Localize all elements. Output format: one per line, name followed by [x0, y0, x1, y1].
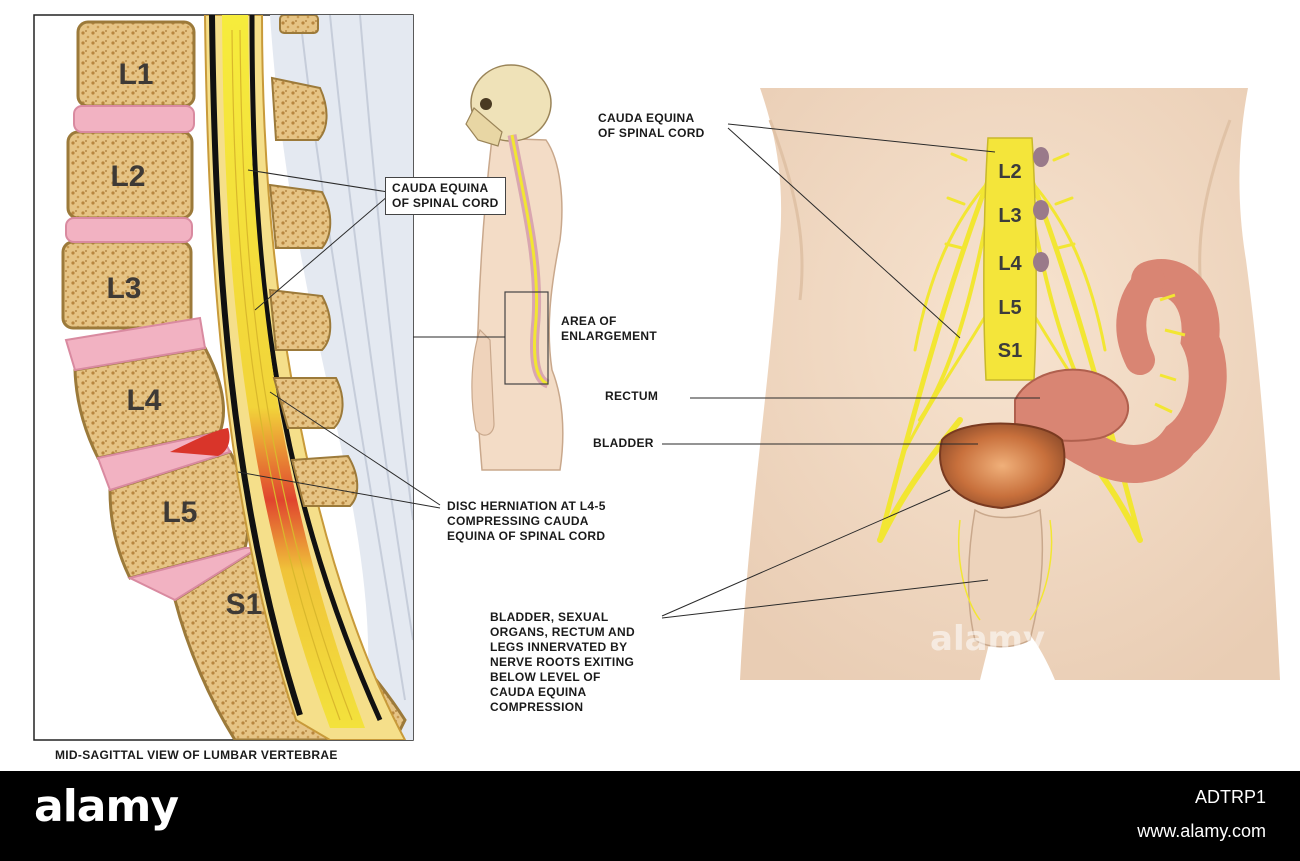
pelvis-silhouette [740, 88, 1280, 680]
body-profile-figure [465, 64, 564, 471]
enlargement-label-line: AREA OF [561, 314, 617, 328]
right-vertebra-label-l3: L3 [998, 205, 1021, 227]
herniation-label-line: EQUINA OF SPINAL CORD [447, 529, 606, 543]
watermark-text: alamy [930, 619, 1045, 659]
vertebra-label-l3: L3 [106, 272, 141, 305]
bladder-label: BLADDER [593, 436, 654, 450]
innervation-label-line: LEGS INNERVATED BY [490, 640, 628, 654]
cauda-equina-label-middle: CAUDA EQUINA OF SPINAL CORD [385, 177, 506, 215]
herniation-label-line: DISC HERNIATION AT L4-5 [447, 499, 606, 513]
vertebra-label-l5: L5 [162, 496, 197, 529]
cauda-label-line: CAUDA EQUINA [392, 181, 489, 195]
innervation-label-line: NERVE ROOTS EXITING [490, 655, 635, 669]
enlargement-label: AREA OF ENLARGEMENT [561, 314, 657, 344]
pelvis-anatomy-figure: L2 L3 L4 L5 S1 [740, 88, 1280, 680]
innervation-label: BLADDER, SEXUAL ORGANS, RECTUM AND LEGS … [490, 610, 635, 715]
vertebra-label-l4: L4 [126, 384, 161, 417]
leader-lines [237, 123, 1040, 619]
disc-herniation [170, 428, 230, 456]
cauda-equina-label-right: CAUDA EQUINA OF SPINAL CORD [598, 111, 705, 141]
cauda-label-line: OF SPINAL CORD [598, 126, 705, 140]
arm [471, 328, 495, 436]
panel-caption: MID-SAGITTAL VIEW OF LUMBAR VERTEBRAE [55, 748, 338, 762]
cauda-label-line: OF SPINAL CORD [392, 196, 499, 210]
right-vertebra-label-s1: S1 [998, 340, 1022, 362]
innervation-label-line: BELOW LEVEL OF [490, 670, 601, 684]
anatomy-illustration: L1 L2 L3 L4 L5 S1 [33, 14, 1280, 741]
innervation-label-line: ORGANS, RECTUM AND [490, 625, 635, 639]
herniation-label-line: COMPRESSING CAUDA [447, 514, 589, 528]
spinous-processes [268, 15, 359, 507]
site-url: www.alamy.com [1137, 821, 1266, 841]
footer-bar: alamy ADTRP1 www.alamy.com [0, 771, 1300, 861]
intervertebral-discs [64, 105, 262, 602]
herniation-label: DISC HERNIATION AT L4-5 COMPRESSING CAUD… [447, 499, 606, 544]
enlargement-box [504, 291, 549, 385]
enlargement-label-line: ENLARGEMENT [561, 329, 657, 343]
torso-silhouette [475, 137, 564, 471]
right-vertebra-label-l5: L5 [998, 297, 1021, 319]
vertebra-label-l2: L2 [110, 160, 145, 193]
right-vertebra-label-l2: L2 [998, 161, 1021, 183]
brand-logo: alamy [34, 781, 179, 832]
genitalia [967, 508, 1044, 648]
colon [1031, 259, 1227, 483]
rectum-label: RECTUM [605, 389, 659, 403]
sagittal-view-panel: L1 L2 L3 L4 L5 S1 [33, 14, 414, 741]
cauda-equina-left [222, 15, 365, 728]
innervation-label-line: COMPRESSION [490, 700, 584, 714]
bladder [939, 422, 1066, 510]
cauda-label-line: CAUDA EQUINA [598, 111, 695, 125]
innervation-label-line: BLADDER, SEXUAL [490, 610, 609, 624]
image-id: ADTRP1 [1194, 787, 1266, 807]
right-vertebra-label-l4: L4 [998, 253, 1022, 275]
innervation-label-line: CAUDA EQUINA [490, 685, 587, 699]
vertebra-label-l1: L1 [118, 58, 153, 91]
vertebra-label-s1: S1 [226, 588, 263, 621]
